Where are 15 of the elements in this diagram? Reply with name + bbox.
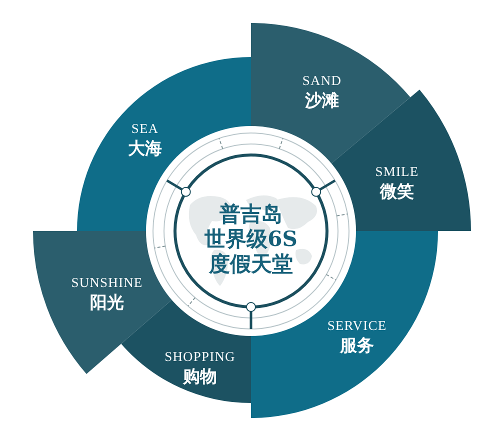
ring-segment (251, 23, 411, 165)
english-label: SAND (302, 73, 342, 89)
english-label: SMILE (375, 164, 419, 180)
chinese-label: 阳光 (90, 294, 124, 314)
chinese-label: 微笑 (380, 183, 414, 203)
chinese-label: 大海 (128, 140, 162, 160)
chinese-label: 购物 (183, 368, 217, 388)
center-title: 普吉岛 (220, 201, 282, 226)
english-label: SEA (131, 121, 159, 137)
center-slogan: 世界级6S度假天堂 (204, 226, 298, 276)
english-label: SERVICE (327, 318, 387, 334)
chinese-label: 服务 (340, 337, 374, 357)
english-label: SUNSHINE (71, 275, 143, 291)
chinese-label: 沙滩 (305, 92, 339, 112)
english-label: SHOPPING (164, 349, 236, 365)
